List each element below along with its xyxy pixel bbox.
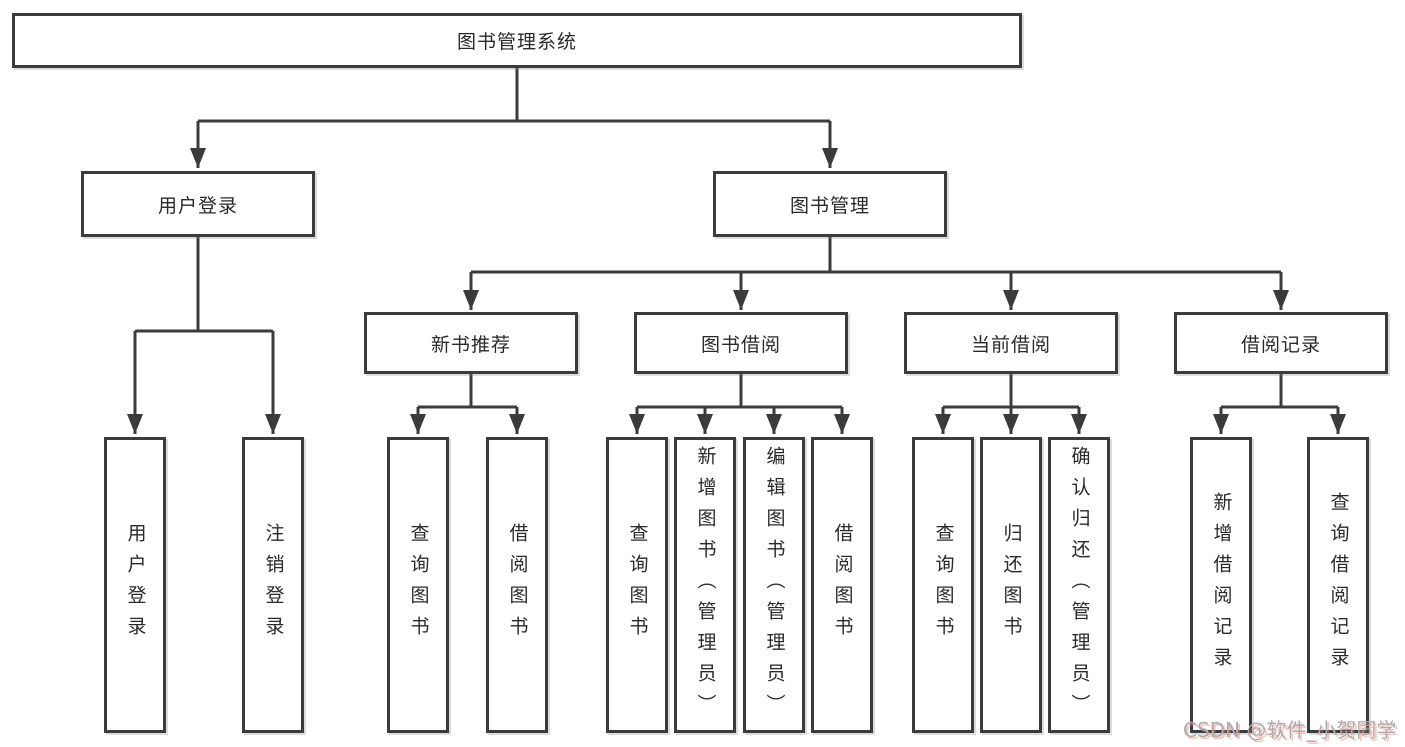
node-new-book-recommend: 新书推荐: [364, 312, 578, 374]
leaf-query-borrow-record: 查询借阅记录: [1307, 437, 1369, 733]
node-borrow-records: 借阅记录: [1174, 312, 1388, 374]
leaf-add-books-admin: 新增图书（管理员）: [674, 437, 736, 733]
leaf-label: 查询图书: [626, 523, 649, 647]
leaf-user-login: 用户登录: [104, 437, 166, 733]
node-label: 图书管理: [789, 194, 870, 217]
leaf-borrow-books: 借阅图书: [811, 437, 873, 733]
leaf-label: 查询借阅记录: [1327, 492, 1350, 678]
leaf-query-books-borrow: 查询图书: [606, 437, 668, 733]
leaf-query-books-current: 查询图书: [912, 437, 974, 733]
leaf-label: 注销登录: [262, 523, 285, 647]
leaf-label: 借阅图书: [831, 523, 854, 647]
node-label: 当前借阅: [970, 333, 1051, 356]
node-label: 新书推荐: [430, 333, 511, 356]
leaf-add-borrow-record: 新增借阅记录: [1190, 437, 1252, 733]
leaf-label: 借阅图书: [506, 523, 529, 647]
node-book-borrow: 图书借阅: [634, 312, 848, 374]
leaf-logout: 注销登录: [242, 437, 304, 733]
node-label: 图书借阅: [700, 333, 781, 356]
node-book-management: 图书管理: [713, 171, 947, 237]
node-label: 借阅记录: [1240, 333, 1321, 356]
node-book-management-system: 图书管理系统: [12, 13, 1022, 68]
watermark: CSDN @软件_小贺同学: [1183, 718, 1397, 742]
node-current-borrow: 当前借阅: [904, 312, 1118, 374]
leaf-label: 确认归还（管理员）: [1068, 445, 1091, 725]
leaf-return-books: 归还图书: [980, 437, 1042, 733]
leaf-label: 查询图书: [407, 523, 430, 647]
leaf-label: 查询图书: [932, 523, 955, 647]
leaf-edit-books-admin: 编辑图书（管理员）: [743, 437, 805, 733]
leaf-label: 用户登录: [124, 523, 147, 647]
leaf-confirm-return-admin: 确认归还（管理员）: [1048, 437, 1110, 733]
leaf-borrow-books-recommend: 借阅图书: [486, 437, 548, 733]
leaf-label: 新增借阅记录: [1210, 492, 1233, 678]
leaf-label: 编辑图书（管理员）: [763, 445, 786, 725]
leaf-query-books-recommend: 查询图书: [387, 437, 449, 733]
node-label: 用户登录: [157, 194, 238, 217]
leaf-label: 归还图书: [1000, 523, 1023, 647]
node-label: 图书管理系统: [456, 31, 577, 53]
leaf-label: 新增图书（管理员）: [694, 445, 717, 725]
node-user-login: 用户登录: [81, 171, 315, 237]
